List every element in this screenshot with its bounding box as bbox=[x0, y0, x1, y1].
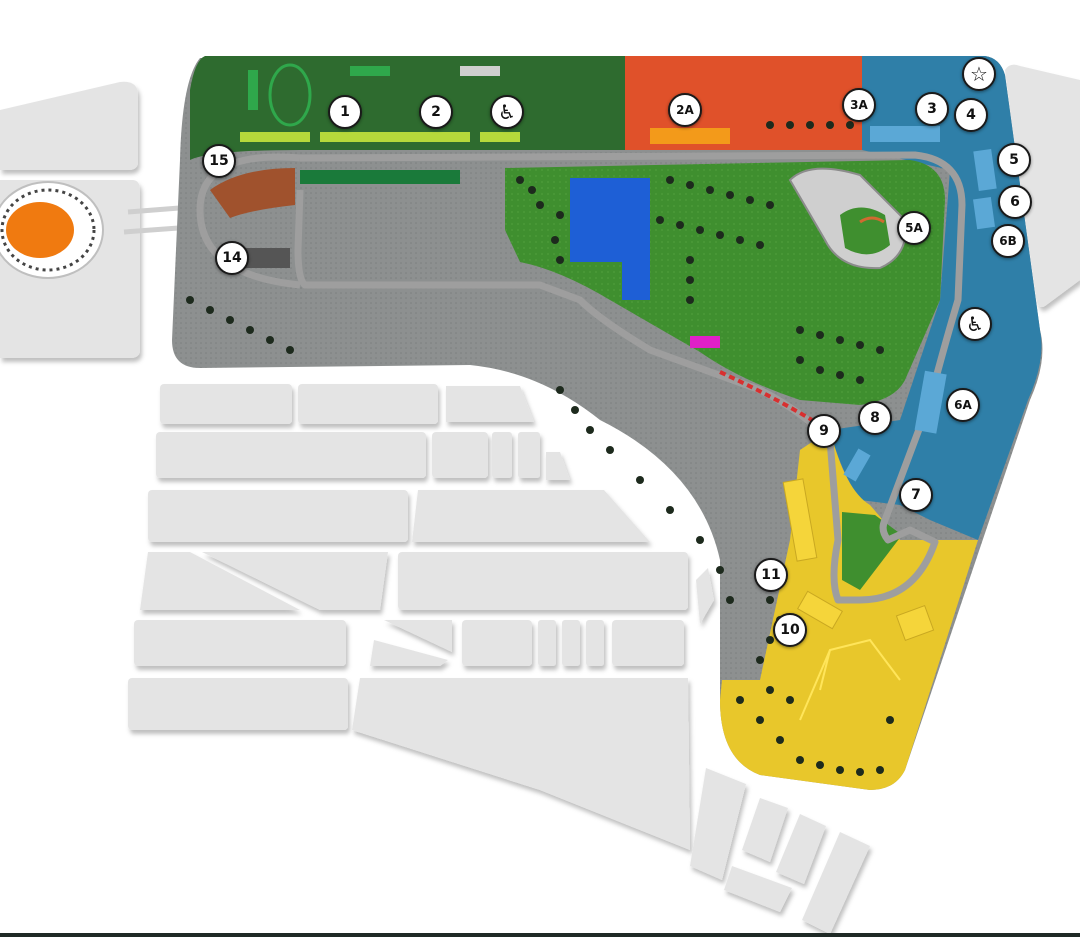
block-r6b bbox=[352, 678, 690, 850]
block-r5h bbox=[612, 620, 684, 666]
track-hairpin bbox=[196, 153, 301, 289]
marker-5[interactable]: 5 bbox=[997, 143, 1031, 177]
lake bbox=[570, 178, 650, 300]
baseball-stadium bbox=[788, 167, 907, 270]
block-r4a bbox=[140, 552, 300, 610]
city-blocks bbox=[0, 64, 1080, 934]
block-r1a bbox=[160, 384, 292, 424]
marker-accessible-1[interactable]: ♿ bbox=[490, 95, 524, 129]
marker-3[interactable]: 3 bbox=[915, 92, 949, 126]
block-r2c bbox=[492, 432, 512, 478]
block-r6a bbox=[128, 678, 348, 730]
star-icon: ☆ bbox=[970, 62, 988, 86]
bottom-bar bbox=[0, 933, 1080, 937]
block-r5d bbox=[462, 620, 532, 666]
race-track bbox=[294, 151, 966, 604]
marker-14[interactable]: 14 bbox=[215, 241, 249, 275]
marker-1[interactable]: 1 bbox=[328, 95, 362, 129]
marker-15[interactable]: 15 bbox=[202, 144, 236, 178]
marker-6B[interactable]: 6B bbox=[991, 224, 1025, 258]
block-left-top bbox=[0, 81, 138, 170]
stadium-left bbox=[0, 181, 104, 279]
block-r2b bbox=[432, 432, 488, 478]
marker-10[interactable]: 10 bbox=[773, 613, 807, 647]
marker-6[interactable]: 6 bbox=[998, 185, 1032, 219]
block-r1b bbox=[298, 384, 438, 424]
marker-7[interactable]: 7 bbox=[899, 478, 933, 512]
block-r3b bbox=[412, 490, 650, 542]
paddock-building bbox=[210, 168, 295, 218]
wheelchair-icon: ♿ bbox=[498, 100, 516, 124]
block-r5c bbox=[370, 640, 448, 666]
block-r2a bbox=[156, 432, 426, 478]
block-s3 bbox=[776, 814, 826, 884]
marker-5A[interactable]: 5A bbox=[897, 211, 931, 245]
block-r1c bbox=[446, 386, 534, 422]
block-r5b bbox=[384, 620, 452, 652]
marker-3A[interactable]: 3A bbox=[842, 88, 876, 122]
block-r4b bbox=[202, 552, 388, 610]
block-r5g bbox=[586, 620, 604, 666]
marker-8[interactable]: 8 bbox=[858, 401, 892, 435]
block-r4d bbox=[696, 568, 714, 624]
marker-accessible-2[interactable]: ♿ bbox=[958, 307, 992, 341]
block-s2 bbox=[742, 798, 788, 862]
wheelchair-icon: ♿ bbox=[966, 312, 984, 336]
marker-star[interactable]: ☆ bbox=[962, 57, 996, 91]
block-r5a bbox=[134, 620, 346, 666]
track-kerb bbox=[719, 370, 814, 422]
marker-6A[interactable]: 6A bbox=[946, 388, 980, 422]
marker-2A[interactable]: 2A bbox=[668, 93, 702, 127]
blue-buildings bbox=[843, 148, 997, 482]
magenta-patch bbox=[690, 336, 720, 348]
marker-4[interactable]: 4 bbox=[954, 98, 988, 132]
yellow-paths bbox=[799, 638, 901, 721]
block-r4c bbox=[398, 552, 688, 610]
grandstands-top bbox=[240, 63, 940, 184]
yellow-buildings bbox=[782, 478, 935, 641]
block-r2e bbox=[546, 452, 570, 480]
block-r2d bbox=[518, 432, 540, 478]
zone-yellow bbox=[720, 430, 978, 790]
block-r3a bbox=[148, 490, 408, 542]
block-right-edge bbox=[1005, 64, 1080, 308]
block-r5f bbox=[562, 620, 580, 666]
marker-11[interactable]: 11 bbox=[754, 558, 788, 592]
block-r5e bbox=[538, 620, 556, 666]
block-s1 bbox=[690, 768, 746, 880]
block-s4 bbox=[802, 832, 870, 934]
marker-2[interactable]: 2 bbox=[419, 95, 453, 129]
tree-rows bbox=[186, 121, 894, 776]
block-s5 bbox=[724, 866, 792, 912]
marker-9[interactable]: 9 bbox=[807, 414, 841, 448]
